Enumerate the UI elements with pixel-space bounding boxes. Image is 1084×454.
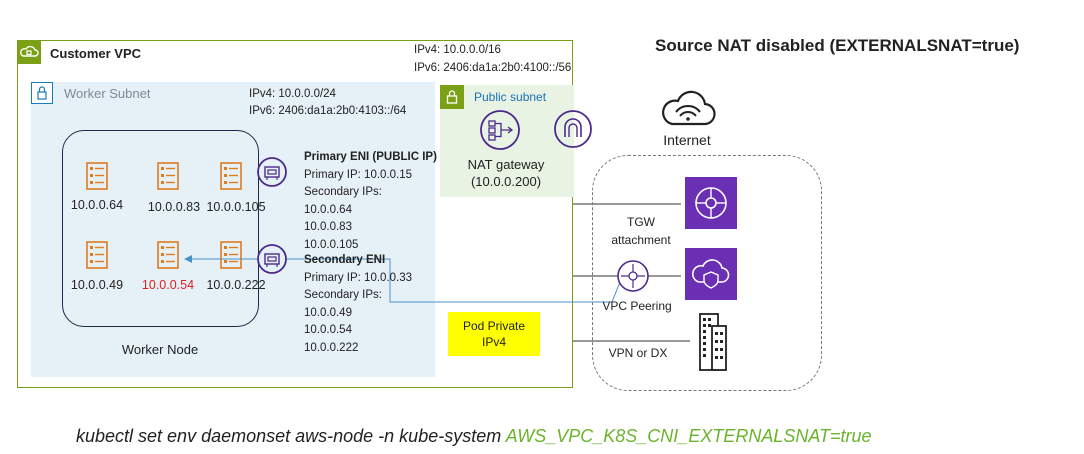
secondary-eni-title: Secondary ENI (304, 254, 386, 266)
corporate-datacenter-icon (694, 312, 728, 377)
pod-ip-label-highlighted: 10.0.0.54 (141, 278, 195, 292)
worker-subnet-label: Worker Subnet (64, 86, 151, 101)
worker-subnet-ipv4: IPv4: 10.0.0.0/24 (249, 88, 336, 100)
internet-cloud-icon (658, 86, 718, 135)
primary-eni-secondary-ip: 10.0.0.64 (304, 203, 352, 216)
nat-gateway-name: NAT gateway (467, 157, 545, 172)
primary-eni-details: Primary ENI (PUBLIC IP) Primary IP: 10.0… (304, 149, 437, 254)
worker-subnet-area (31, 82, 435, 377)
worker-subnet-ipv6: IPv6: 2406:da1a:2b0:4103::/64 (249, 105, 407, 117)
primary-eni-secondary-ip: 10.0.0.105 (304, 238, 359, 251)
worker-node-box (62, 130, 259, 327)
internet-gateway-icon (552, 108, 594, 155)
pod-icon (157, 241, 179, 274)
pod-icon (157, 162, 179, 195)
secondary-eni-icon (256, 243, 288, 280)
external-networks-region (592, 155, 822, 391)
secondary-eni-secondary-ip: 10.0.0.54 (304, 324, 352, 336)
worker-node-label: Worker Node (121, 342, 199, 357)
public-subnet-label: Public subnet (474, 90, 547, 104)
pod-icon (86, 241, 108, 274)
vpc-ipv6: IPv6: 2406:da1a:2b0:4100::/56 (414, 62, 572, 74)
secondary-eni-secondary-ip: 10.0.0.222 (304, 341, 359, 354)
pod-icon (220, 162, 242, 195)
primary-eni-title: Primary ENI (PUBLIC IP) (304, 151, 437, 163)
pod-ip-label: 10.0.0.83 (147, 200, 201, 214)
pod-icon (86, 162, 108, 195)
vpc-peering-icon (616, 259, 650, 298)
pod-private-line1: Pod Private (462, 319, 526, 333)
vpc-ipv4: IPv4: 10.0.0.0/16 (414, 44, 501, 56)
command-highlight: AWS_VPC_K8S_CNI_EXTERNALSNAT=true (505, 426, 872, 446)
pod-ip-label: 10.0.0.222 (206, 278, 266, 292)
nat-gateway-ip: (10.0.0.200) (470, 174, 542, 189)
tgw-label-line2: attachment (611, 233, 671, 247)
primary-eni-primary-ip: Primary IP: 10.0.0.15 (304, 168, 413, 181)
vpc-label: Customer VPC (50, 46, 142, 61)
pod-private-ipv4-note: Pod Private IPv4 (448, 312, 540, 356)
public-subnet-lock-icon (440, 85, 464, 109)
primary-eni-secondary-ip: 10.0.0.83 (304, 221, 352, 233)
vpc-peering-label: VPC Peering (602, 299, 672, 313)
subnet-lock-icon (31, 82, 53, 104)
tgw-attachment-label: TGW attachment (606, 213, 676, 249)
kubectl-command: kubectl set env daemonset aws-node -n ku… (76, 426, 872, 447)
secondary-eni-secondary-ip: 10.0.0.49 (304, 306, 352, 319)
pod-private-line2: IPv4 (481, 335, 506, 349)
customer-vpc-boundary (17, 40, 573, 388)
vpc-cloud-icon (17, 40, 41, 64)
primary-eni-secondary-label: Secondary IPs: (304, 186, 382, 198)
pod-ip-label: 10.0.0.105 (206, 200, 266, 214)
secondary-eni-secondary-label: Secondary IPs: (304, 289, 382, 301)
secondary-eni-primary-ip: Primary IP: 10.0.0.33 (304, 271, 413, 284)
peered-vpc-icon (685, 248, 737, 300)
pod-ip-label: 10.0.0.64 (70, 198, 124, 212)
secondary-eni-details: Secondary ENI Primary IP: 10.0.0.33 Seco… (304, 252, 412, 357)
diagram-title: Source NAT disabled (EXTERNALSNAT=true) (655, 36, 1020, 55)
command-prefix: kubectl set env daemonset aws-node -n ku… (76, 426, 506, 446)
vpn-dx-label: VPN or DX (608, 346, 668, 360)
nat-gateway-icon (478, 108, 522, 157)
pod-ip-label: 10.0.0.49 (70, 278, 124, 292)
nat-gateway-label: NAT gateway (10.0.0.200) (444, 156, 568, 190)
internet-label: Internet (663, 132, 711, 148)
primary-eni-icon (256, 156, 288, 193)
pod-icon (220, 241, 242, 274)
transit-gateway-icon (685, 177, 737, 229)
tgw-label-line1: TGW (627, 215, 655, 229)
